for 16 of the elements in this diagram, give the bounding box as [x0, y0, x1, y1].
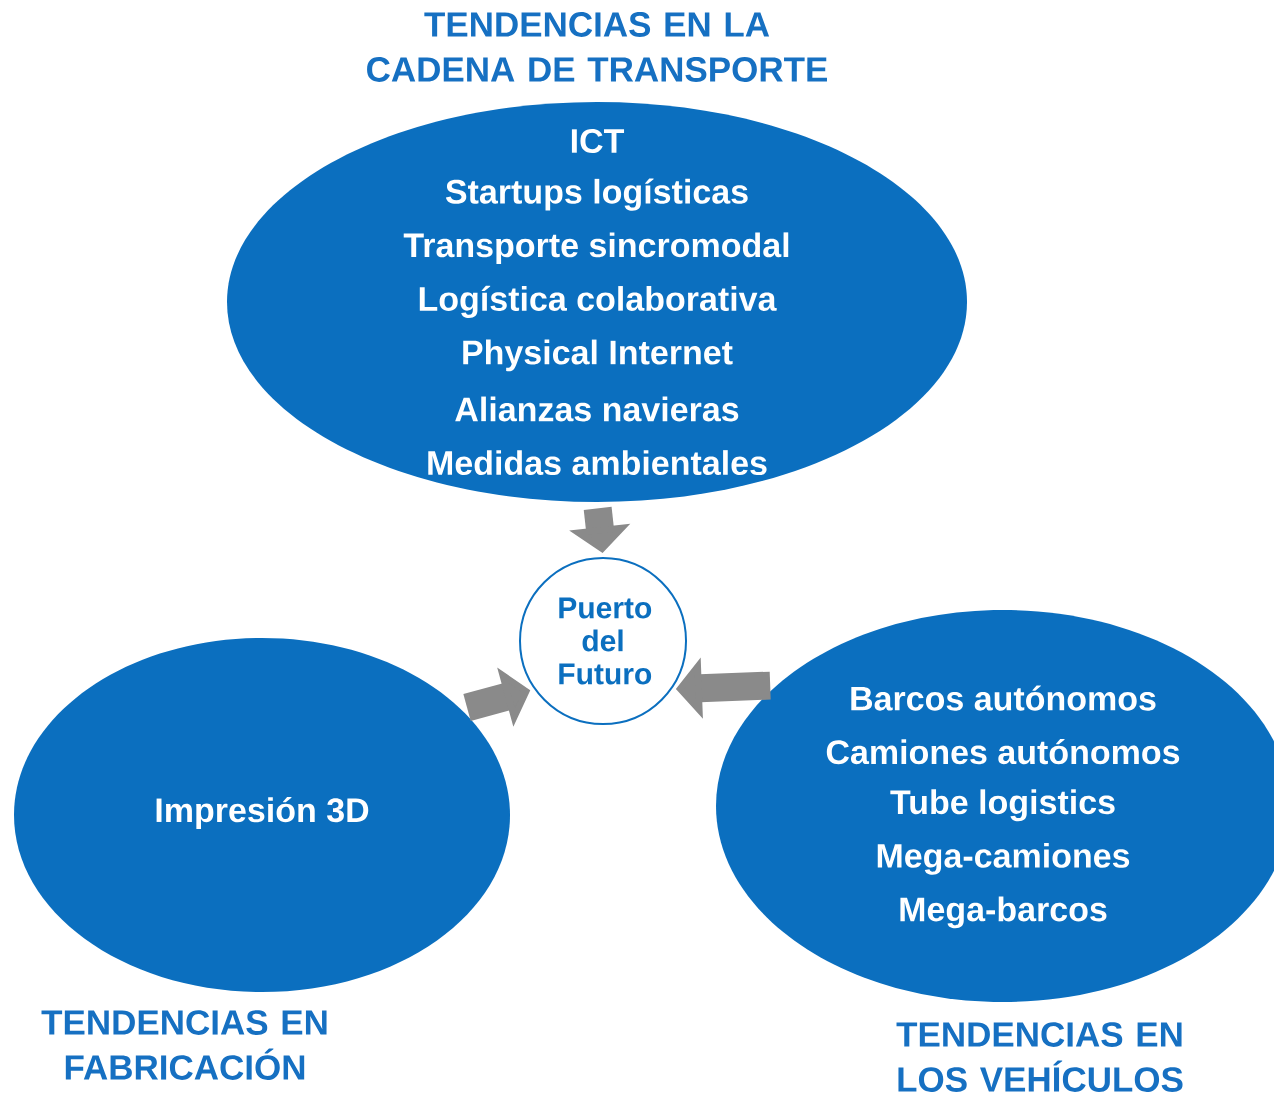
- trend-label: Mega-camiones: [877, 842, 1130, 875]
- trend-label: Camiones autónomos: [826, 739, 1180, 765]
- trend-label: Logística colaborativa: [419, 285, 777, 318]
- trend-label: Tube logistics: [890, 789, 1115, 822]
- trend-label: Mega-barcos: [900, 896, 1107, 929]
- trend-label: Physical Internet: [463, 339, 733, 372]
- trend-label: Alianzas navieras: [455, 396, 739, 422]
- section-heading: TENDENCIAS EN FABRICACIÓN: [41, 1010, 327, 1080]
- trend-label: Barcos autónomos: [851, 685, 1156, 711]
- trend-label: Impresión 3D: [156, 797, 369, 829]
- trend-label: ICT: [571, 128, 625, 154]
- section-heading: TENDENCIAS EN LA CADENA DE TRANSPORTE: [367, 12, 827, 82]
- section-heading: TENDENCIAS EN LOS VEHÍCULOS: [896, 1022, 1183, 1092]
- trend-label: Transporte sincromodal: [403, 232, 789, 265]
- trend-label: Medidas ambientales: [428, 450, 767, 476]
- trend-label: Startups logísticas: [445, 178, 748, 211]
